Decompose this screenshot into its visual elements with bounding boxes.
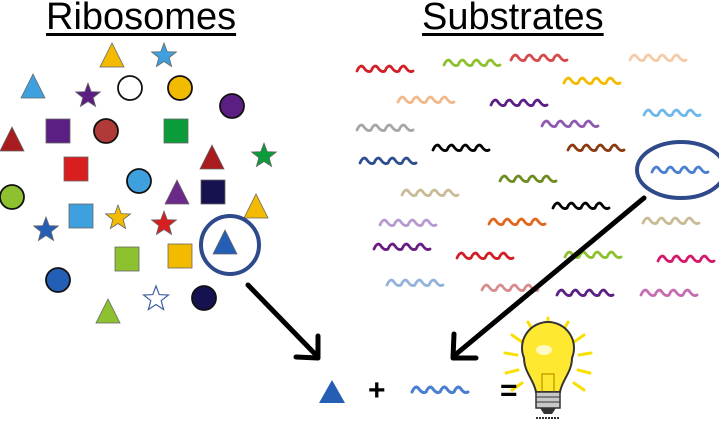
ribosome-star <box>150 41 178 68</box>
substrate-wave <box>400 188 460 197</box>
ribosome-star <box>104 203 132 230</box>
substrate-wave <box>355 64 415 73</box>
ribosome-square <box>114 246 140 272</box>
ribosome-star <box>141 284 171 311</box>
substrate-wave <box>385 278 445 287</box>
ribosome-circle <box>117 75 143 101</box>
substrate-wave <box>396 95 456 104</box>
ribosome-triangle <box>99 42 125 68</box>
substrate-wave <box>566 143 626 152</box>
substrate-wave <box>378 218 438 227</box>
ribosome-circle <box>0 184 25 210</box>
substrate-wave <box>555 288 615 297</box>
equals-sign: = <box>500 374 518 407</box>
ribosome-circle <box>167 75 193 101</box>
substrate-wave <box>358 156 418 165</box>
ribosome-triangle-selected <box>212 229 238 255</box>
substrate-wave <box>562 76 622 85</box>
lightbulb-icon <box>503 316 593 419</box>
plus-sign: + <box>368 374 386 407</box>
ribosome-square <box>163 118 189 144</box>
ribosome-square <box>167 243 193 269</box>
substrate-pool <box>355 53 716 297</box>
substrate-wave <box>641 216 701 225</box>
substrate-wave <box>498 174 558 183</box>
substrate-wave <box>639 288 699 297</box>
ribosome-circle <box>219 93 245 119</box>
ribosome-pool <box>0 41 278 324</box>
ribosome-square <box>68 203 94 229</box>
arrow-from-ribosome <box>245 282 321 361</box>
result-ribosome-triangle <box>319 380 345 403</box>
substrates-title: Substrates <box>422 0 604 38</box>
ribosome-star <box>32 215 60 242</box>
substrate-wave <box>489 98 549 107</box>
ribosome-circle <box>191 285 217 311</box>
ribosome-highlight-circle <box>199 214 261 276</box>
ribosome-triangle <box>95 298 121 324</box>
ribosome-square <box>63 156 89 182</box>
substrate-wave <box>551 201 611 210</box>
substrate-wave <box>455 251 515 260</box>
substrate-wave <box>540 119 600 128</box>
substrate-wave <box>487 217 547 226</box>
ribosome-triangle <box>199 144 225 170</box>
ribosome-circle <box>126 168 152 194</box>
ribosome-triangle <box>0 126 25 152</box>
substrate-wave <box>628 53 688 62</box>
substrate-wave <box>372 242 432 251</box>
ribosome-triangle <box>164 179 190 205</box>
ribosome-triangle <box>243 193 269 219</box>
ribosome-circle <box>93 118 119 144</box>
ribosome-triangle <box>20 73 46 99</box>
substrate-wave <box>642 108 702 117</box>
substrate-wave <box>442 58 502 67</box>
substrate-highlight-ellipse <box>635 140 719 200</box>
arrow-from-substrate <box>450 195 647 361</box>
ribosome-circle <box>45 267 71 293</box>
substrate-wave <box>509 53 569 62</box>
ribosome-star <box>74 81 102 108</box>
ribosome-star <box>150 209 178 236</box>
substrate-wave-selected <box>650 165 710 174</box>
ribosomes-title: Ribosomes <box>46 0 237 38</box>
substrate-wave <box>431 143 491 152</box>
ribosome-square <box>45 118 71 144</box>
result-substrate-wave <box>410 385 470 395</box>
substrate-wave <box>480 283 540 292</box>
ribosome-square <box>200 179 226 205</box>
substrate-wave <box>656 254 716 263</box>
ribosome-star <box>250 141 278 168</box>
substrate-wave <box>355 123 415 132</box>
